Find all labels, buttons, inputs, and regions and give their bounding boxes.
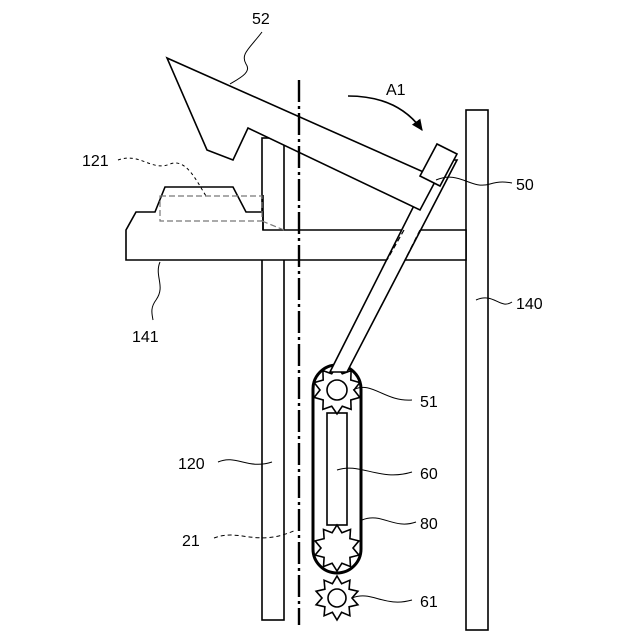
leader-141 bbox=[152, 262, 160, 320]
label-120: 120 bbox=[178, 456, 205, 473]
label-51: 51 bbox=[420, 394, 438, 411]
label-121: 121 bbox=[82, 153, 109, 170]
leader-52 bbox=[230, 32, 262, 84]
leader-80 bbox=[362, 518, 416, 524]
wall-140 bbox=[466, 110, 488, 630]
label-61: 61 bbox=[420, 594, 438, 611]
label-50: 50 bbox=[516, 177, 534, 194]
column-120 bbox=[262, 138, 284, 620]
label-52: 52 bbox=[252, 11, 270, 28]
sprocket-lower bbox=[315, 525, 359, 571]
label-141: 141 bbox=[132, 329, 159, 346]
label-60: 60 bbox=[420, 466, 438, 483]
label-A1: A1 bbox=[386, 82, 406, 99]
bar-60 bbox=[327, 413, 347, 525]
label-140: 140 bbox=[516, 296, 543, 313]
leader-60 bbox=[337, 468, 412, 475]
sprocket-61-hub bbox=[328, 589, 346, 607]
rotation-arrow-A1 bbox=[348, 96, 422, 130]
label-21: 21 bbox=[182, 533, 200, 550]
leader-61 bbox=[352, 596, 412, 602]
label-80: 80 bbox=[420, 516, 438, 533]
sprocket-51-hub bbox=[327, 380, 347, 400]
